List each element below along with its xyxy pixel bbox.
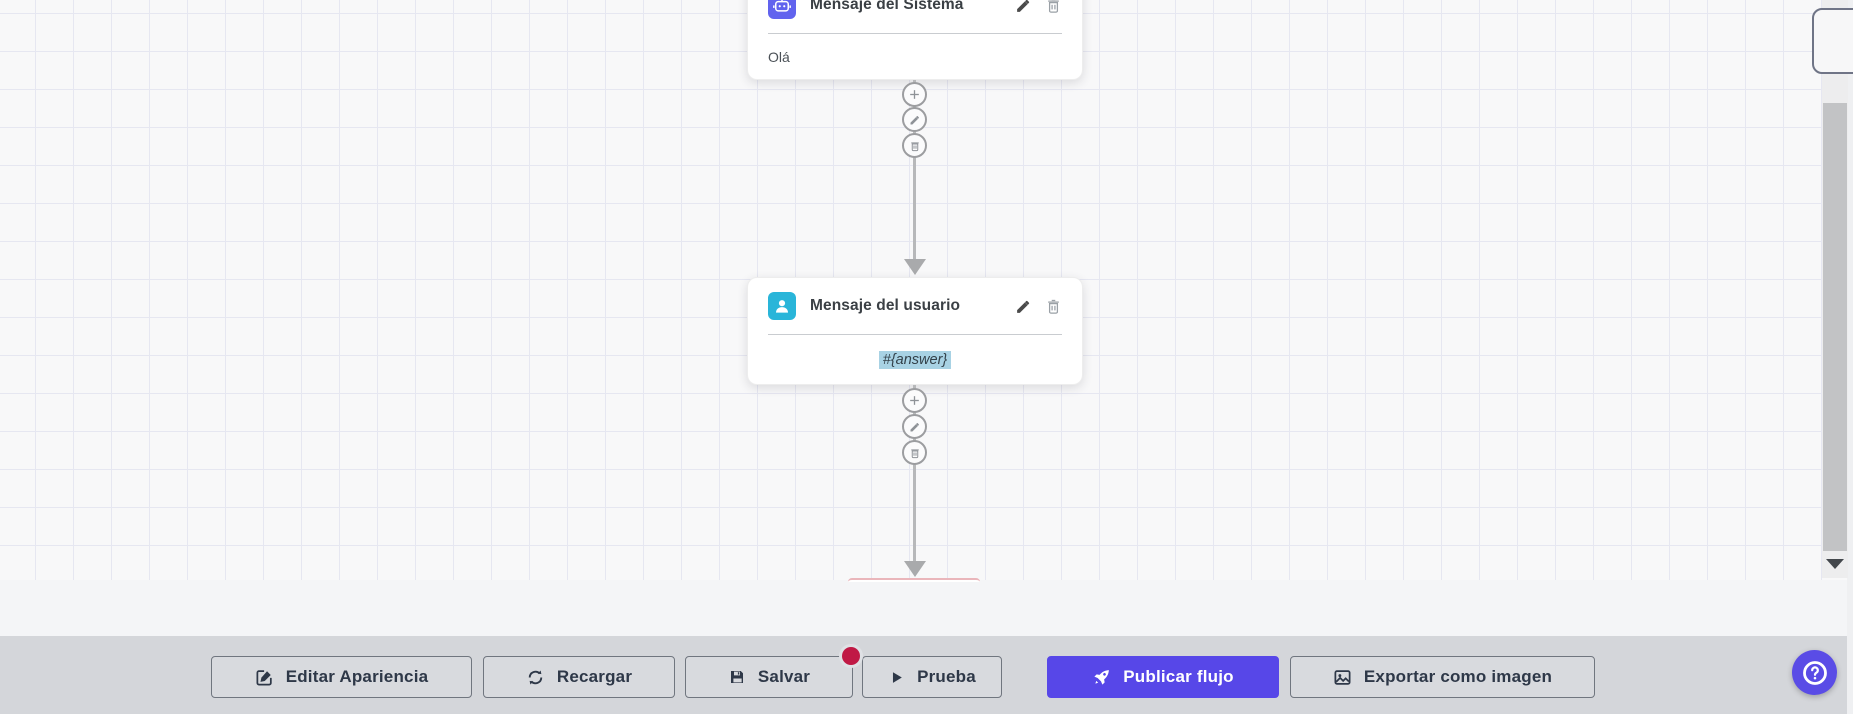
- pencil-icon: [910, 422, 919, 431]
- pencil-icon: [910, 115, 919, 124]
- node-header: Mensaje del Sistema: [748, 0, 1082, 33]
- image-icon: [1334, 669, 1351, 685]
- edit-appearance-button[interactable]: Editar Apariencia: [211, 656, 472, 698]
- trash-icon[interactable]: [1045, 298, 1062, 315]
- robot-icon: [768, 0, 796, 19]
- trash-icon: [910, 141, 919, 151]
- trash-icon: [910, 448, 919, 458]
- unsaved-changes-badge: [842, 647, 860, 665]
- trash-icon[interactable]: [1045, 0, 1062, 14]
- plus-icon: [910, 90, 919, 99]
- node-content: Olá: [768, 49, 790, 65]
- refresh-icon: [528, 670, 543, 684]
- edit-connector-button[interactable]: [902, 107, 927, 132]
- connector-arrowhead: [904, 561, 926, 577]
- connector-line: [913, 80, 916, 260]
- node-stub-below-fold[interactable]: [848, 578, 980, 582]
- cutoff-node-stub[interactable]: [1812, 8, 1853, 74]
- button-label: Editar Apariencia: [285, 667, 429, 686]
- delete-connector-button[interactable]: [902, 440, 927, 465]
- play-icon: [893, 671, 902, 683]
- node-user-message[interactable]: Mensaje del usuario: [747, 277, 1083, 385]
- node-title: Mensaje del usuario: [810, 297, 961, 314]
- edit-connector-button[interactable]: [902, 414, 927, 439]
- export-image-button[interactable]: Exportar como imagen: [1290, 656, 1595, 698]
- add-node-button[interactable]: [902, 388, 927, 413]
- user-icon: [768, 292, 796, 320]
- node-title: Mensaje del Sistema: [810, 0, 964, 13]
- reload-button[interactable]: Recargar: [483, 656, 675, 698]
- node-system-message[interactable]: Mensaje del Sistema: [747, 0, 1083, 80]
- plus-icon: [910, 396, 919, 405]
- button-label: Publicar flujo: [1123, 667, 1234, 686]
- connector-arrowhead: [904, 259, 926, 275]
- pencil-icon[interactable]: [1015, 0, 1032, 14]
- button-label: Recargar: [556, 667, 633, 686]
- test-button[interactable]: Prueba: [862, 656, 1002, 698]
- button-label: Salvar: [757, 667, 811, 686]
- help-button[interactable]: [1792, 650, 1837, 695]
- edit-square-icon: [256, 669, 272, 685]
- button-label: Prueba: [917, 667, 976, 686]
- button-label: Exportar como imagen: [1363, 667, 1553, 686]
- pencil-icon[interactable]: [1015, 298, 1032, 315]
- rocket-icon: [1094, 669, 1110, 685]
- publish-flow-button[interactable]: Publicar flujo: [1047, 656, 1279, 698]
- add-node-button[interactable]: [902, 82, 927, 107]
- delete-connector-button[interactable]: [902, 133, 927, 158]
- right-edge-strip: [1847, 0, 1853, 714]
- save-icon: [730, 671, 743, 683]
- save-button[interactable]: Salvar: [685, 656, 853, 698]
- scrollbar-down-arrow-icon[interactable]: [1826, 559, 1844, 569]
- node-content-variable: #{answer}: [878, 351, 952, 369]
- question-circle-icon: [1802, 660, 1827, 685]
- node-header: Mensaje del usuario: [748, 278, 1082, 334]
- node-separator: [768, 334, 1062, 335]
- scrollbar-thumb[interactable]: [1823, 103, 1847, 551]
- canvas-bottom-band: [0, 580, 1853, 636]
- connector-line: [913, 385, 916, 562]
- node-separator: [768, 33, 1062, 34]
